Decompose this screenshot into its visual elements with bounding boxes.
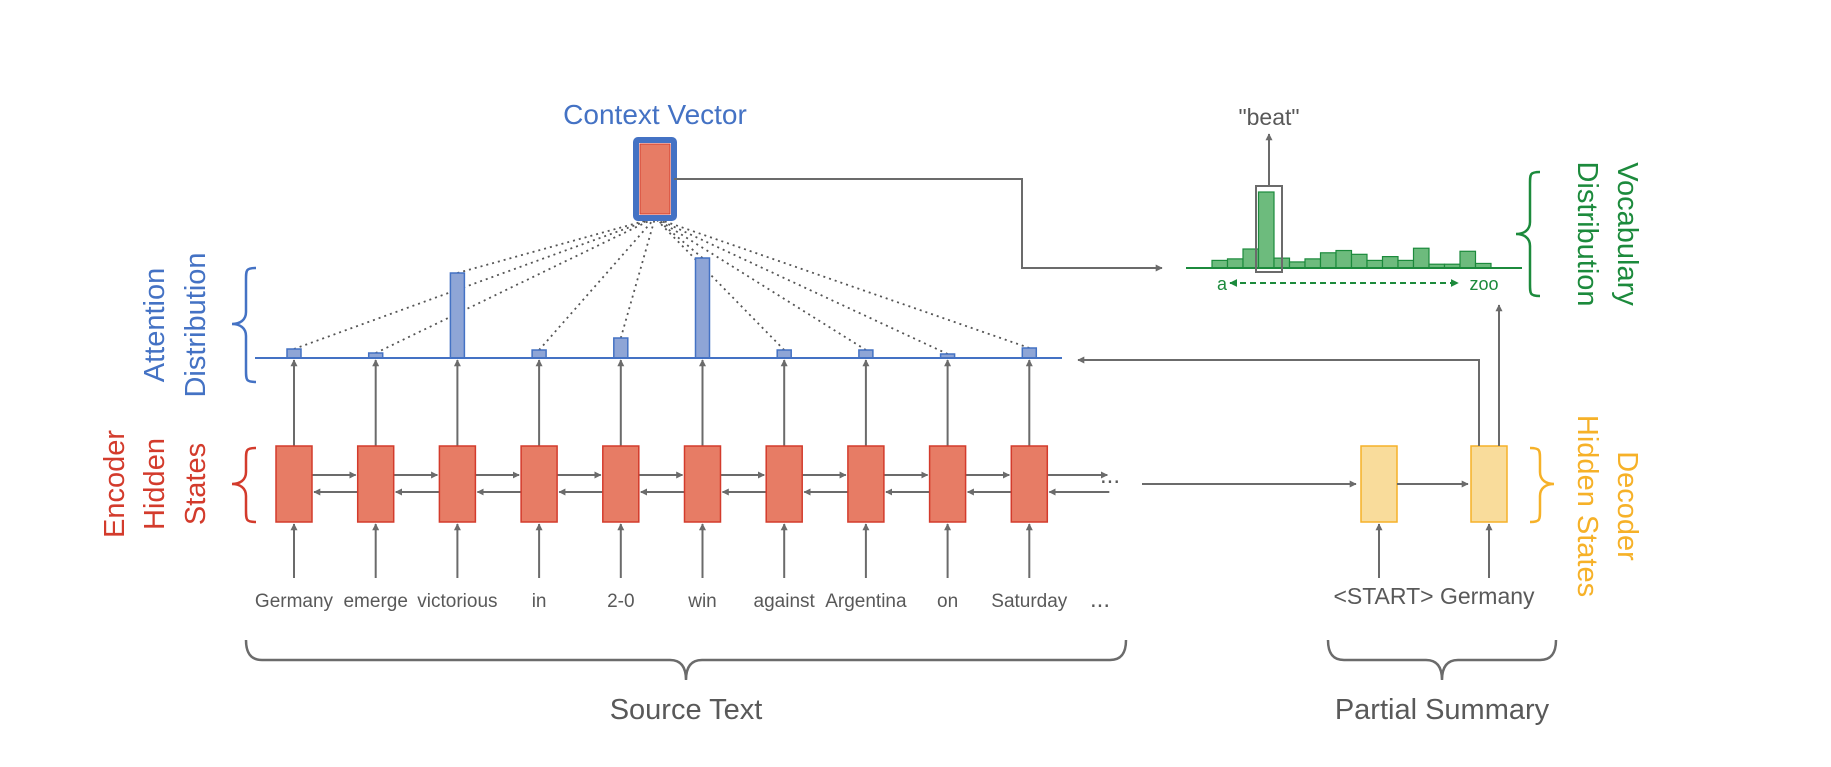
encoder-cell	[356, 445, 395, 523]
vocabulary-bars	[1211, 191, 1492, 269]
vocab-bar	[1304, 258, 1322, 269]
encoder-cell	[1010, 445, 1049, 523]
source-words: Germany emerge victorious in 2-0 win against Ar…	[255, 591, 1068, 612]
attention-dotted-line	[375, 217, 656, 354]
attention-bar	[449, 272, 466, 359]
encoder-cells	[275, 445, 1049, 523]
vocab-bar	[1350, 253, 1368, 269]
attention-dotted-lines	[293, 217, 1030, 355]
vocab-bar	[1211, 259, 1229, 269]
source-word: Argentina	[825, 591, 907, 612]
attention-bar	[613, 337, 629, 359]
vocab-end-label: zoo	[1469, 274, 1498, 294]
source-text-label: Source Text	[610, 694, 763, 726]
encoder-label-line3: States	[180, 443, 212, 525]
encoder-brace	[231, 446, 257, 524]
attention-label-line1: Attention	[139, 268, 171, 382]
partial-summary-label: Partial Summary	[1335, 694, 1550, 726]
vocab-bar	[1319, 252, 1337, 269]
decoder-brace	[1529, 446, 1555, 524]
attention-dotted-line	[619, 217, 656, 339]
attention-dotted-line	[654, 217, 704, 259]
encoder-cell	[275, 445, 313, 523]
attention-bar	[776, 349, 792, 359]
encoder-cell	[765, 445, 803, 523]
context-vector-label: Context Vector	[563, 99, 747, 130]
attention-dotted-line	[293, 217, 656, 350]
source-word: emerge	[343, 591, 407, 612]
vocab-label-line1: Vocabulary	[1611, 162, 1643, 306]
source-word: Germany	[255, 591, 334, 612]
attention-dotted-line	[654, 217, 867, 351]
attention-dotted-line	[654, 217, 785, 351]
attention-dotted-line	[654, 217, 1030, 349]
source-word: victorious	[417, 591, 497, 612]
vocab-bar	[1381, 256, 1399, 269]
attention-label-line2: Distribution	[180, 252, 212, 397]
encoder-label-line2: Hidden	[139, 438, 171, 530]
vocab-bar	[1366, 259, 1384, 269]
encoder-cell	[602, 445, 640, 523]
attention-bar	[286, 348, 302, 359]
source-word: Saturday	[991, 591, 1068, 612]
decoder-cell-1	[1360, 445, 1398, 523]
context-vector-cell	[639, 143, 671, 215]
source-word: against	[754, 591, 816, 612]
source-ellipsis: ...	[1090, 586, 1110, 613]
selected-word-label: "beat"	[1238, 104, 1299, 130]
vocab-bar	[1412, 247, 1430, 269]
encoder-cell	[520, 445, 558, 523]
attention-bars	[286, 257, 1038, 359]
encoder-cell	[438, 445, 477, 523]
vocab-brace	[1515, 170, 1541, 298]
vocab-bar	[1257, 191, 1275, 269]
vocab-label-line2: Distribution	[1571, 161, 1603, 306]
partial-summary-brace	[1326, 639, 1558, 681]
vocab-start-label: a	[1217, 274, 1228, 294]
vocab-bar	[1459, 250, 1477, 269]
attention-bar	[531, 349, 547, 359]
decoder-label-line2: Hidden States	[1571, 415, 1603, 597]
vocab-bar	[1397, 259, 1415, 269]
attention-dotted-line	[457, 217, 656, 274]
encoder-cell	[928, 445, 967, 523]
attention-brace	[231, 266, 257, 384]
encoder-label-line1: Encoder	[99, 430, 131, 538]
source-word: 2-0	[607, 591, 634, 612]
decoder-inputs-text: <START> Germany	[1333, 583, 1535, 609]
attention-bar	[694, 257, 711, 359]
encoder-cell	[847, 445, 885, 523]
encoder-ellipsis: ...	[1100, 462, 1120, 489]
source-text-brace	[244, 639, 1128, 681]
decoder-cell-2	[1470, 445, 1508, 523]
vocab-bar	[1226, 258, 1244, 269]
vocab-bar	[1335, 249, 1353, 269]
decoder-label-line1: Decoder	[1611, 451, 1643, 561]
encoder-cell	[683, 445, 722, 523]
attention-dotted-line	[538, 217, 656, 351]
context-to-vocab-arrow	[674, 178, 1163, 272]
source-word: win	[687, 591, 717, 612]
source-word: in	[532, 591, 547, 612]
decoder-to-attention-arrow	[1077, 356, 1480, 446]
source-word: on	[937, 591, 958, 612]
attention-bar	[1021, 347, 1038, 359]
encoder-arrows	[290, 359, 1110, 578]
attention-bar	[858, 349, 874, 359]
